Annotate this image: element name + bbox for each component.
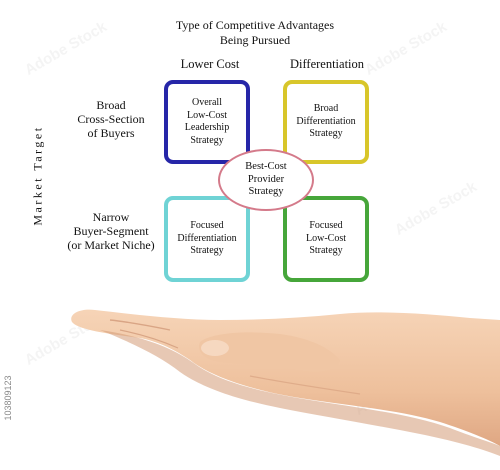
watermark: Adobe Stock (21, 18, 110, 79)
box-overall-low-cost-leadership: Overall Low-Cost Leadership Strategy (164, 80, 250, 164)
row-label-broad: Broad Cross-Section of Buyers (77, 98, 145, 140)
palm-shape (71, 309, 500, 446)
column-label-lower-cost: Lower Cost (180, 57, 240, 71)
box-broad-differentiation: Broad Differentiation Strategy (283, 80, 369, 164)
box-focused-differentiation: Focused Differentiation Strategy (164, 196, 250, 282)
axis-label-market-target: Market Target (30, 125, 45, 226)
diagram-title: Type of Competitive Advantages Being Pur… (175, 18, 335, 47)
open-hand-illustration (71, 309, 500, 456)
thumb-shape (199, 332, 340, 372)
row-label-narrow: Narrow Buyer-Segment (or Market Niche) (67, 210, 155, 252)
watermark: Adobe Stock (391, 178, 480, 239)
ellipse-best-cost-provider: Best-Cost Provider Strategy (218, 149, 314, 211)
column-label-differentiation: Differentiation (289, 57, 365, 71)
box-focused-low-cost: Focused Low-Cost Strategy (283, 196, 369, 282)
